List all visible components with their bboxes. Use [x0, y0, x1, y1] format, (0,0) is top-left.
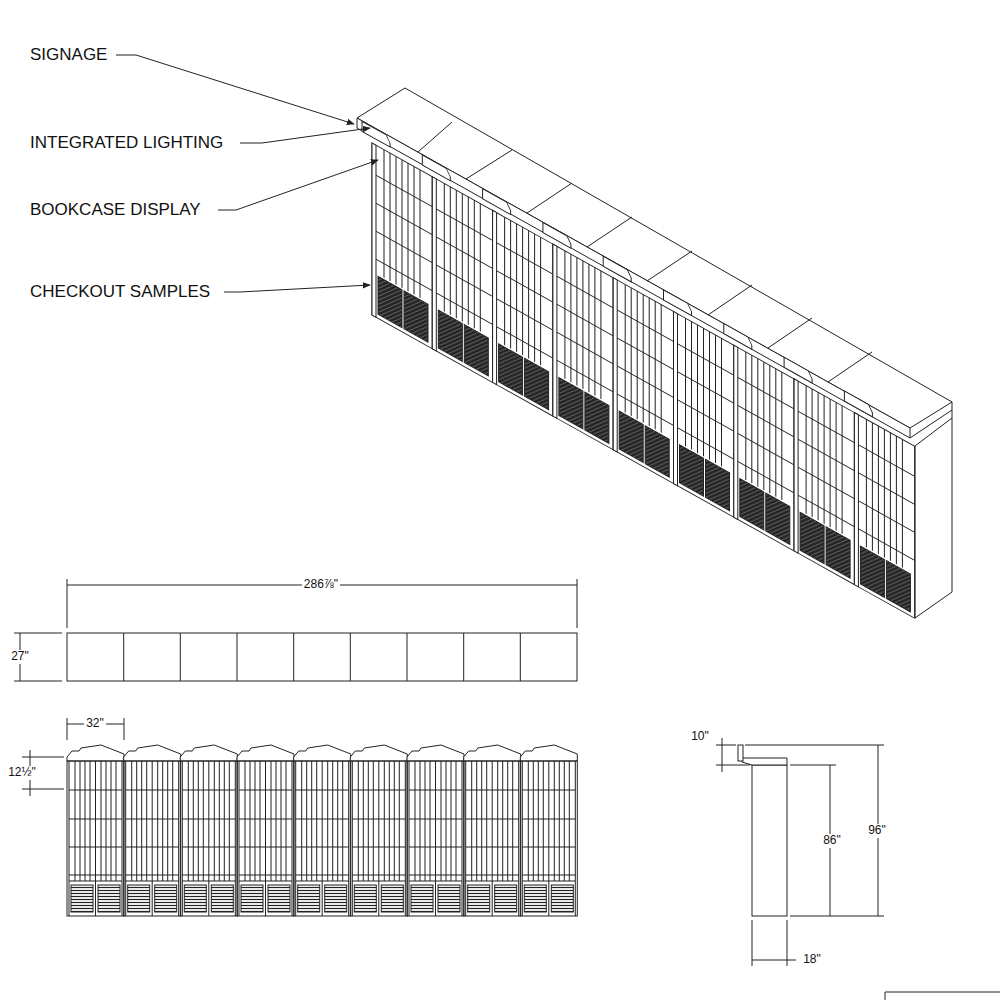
extension-line	[22, 757, 64, 758]
extension-line	[14, 681, 62, 682]
dimension-line	[722, 738, 723, 772]
plan-divider	[180, 633, 181, 681]
plan-divider	[350, 633, 351, 681]
slab-seam	[418, 122, 452, 152]
callout-label: BOOKCASE DISPLAY	[30, 200, 201, 220]
elevation-bay	[294, 745, 351, 916]
top-slab	[357, 88, 952, 428]
extension-line	[790, 916, 884, 917]
dimension-text: 12½"	[6, 766, 38, 780]
slab-seam	[466, 150, 512, 179]
slab-seam	[647, 251, 692, 281]
slab-edge	[910, 410, 952, 438]
elevation-bay	[407, 745, 464, 916]
slab-edge	[357, 118, 910, 438]
elevation-bay	[464, 745, 521, 916]
iso-bay	[543, 223, 613, 450]
title-block-edge	[885, 992, 1000, 993]
iso-view	[357, 88, 952, 618]
leader-line	[116, 55, 354, 124]
title-block-edge	[885, 992, 886, 1000]
iso-bay	[483, 189, 553, 416]
callout-label: CHECKOUT SAMPLES	[30, 282, 210, 302]
plan-divider	[123, 633, 124, 681]
plan-outline	[67, 633, 577, 681]
extension-line	[67, 718, 68, 740]
elevation-bay	[67, 745, 124, 916]
elevation-bay	[237, 745, 294, 916]
elevation-bay	[124, 745, 181, 916]
iso-bay	[844, 391, 914, 618]
leader-line	[224, 285, 370, 292]
extension-line	[752, 920, 753, 966]
extension-line	[67, 579, 68, 628]
section-top	[742, 758, 787, 765]
plan-divider	[463, 633, 464, 681]
dimension-line	[752, 960, 796, 961]
extension-line	[124, 718, 125, 740]
elevation-dimensions	[22, 718, 124, 796]
side-panel	[915, 418, 952, 618]
iso-bay	[784, 357, 854, 584]
elevation-bay	[350, 745, 407, 916]
callout-label: SIGNAGE	[30, 45, 107, 65]
extension-line	[790, 765, 836, 766]
elevation-bay	[520, 745, 577, 916]
dimension-text: 10"	[689, 730, 711, 744]
iso-bay	[422, 155, 492, 382]
slab-seam	[587, 217, 632, 247]
extension-line	[22, 789, 64, 790]
plan-divider	[293, 633, 294, 681]
plan-divider	[237, 633, 238, 681]
extension-line	[716, 745, 736, 746]
dimension-text: 86"	[821, 834, 843, 848]
elevation-bay	[180, 745, 237, 916]
extension-line	[716, 765, 750, 766]
iso-bay	[724, 324, 794, 551]
slab-seam	[708, 285, 752, 315]
leaders	[116, 55, 378, 292]
plan-divider	[520, 633, 521, 681]
iso-bay	[664, 290, 734, 517]
slab-seam	[828, 352, 872, 382]
iso-bay	[362, 121, 432, 348]
leader-line	[218, 160, 378, 210]
dimension-text: 27"	[9, 650, 31, 664]
dimension-text: 32"	[84, 717, 106, 731]
leader-line	[240, 128, 370, 143]
title-block	[885, 992, 1000, 1000]
extension-line	[577, 579, 578, 628]
plan-divider	[407, 633, 408, 681]
extension-line	[787, 920, 788, 966]
slab-seam	[768, 318, 812, 348]
dimension-text: 286⅞"	[302, 578, 340, 592]
extension-line	[745, 745, 884, 746]
extension-line	[14, 633, 62, 634]
plan-view	[14, 579, 577, 681]
dimension-text: 18"	[801, 953, 823, 967]
iso-bay	[603, 256, 673, 483]
section-body	[752, 765, 787, 916]
callout-label: INTEGRATED LIGHTING	[30, 133, 223, 153]
dimension-text: 96"	[866, 824, 888, 838]
slab-seam	[527, 183, 572, 213]
section-view	[716, 738, 884, 966]
section-sign	[738, 745, 743, 761]
